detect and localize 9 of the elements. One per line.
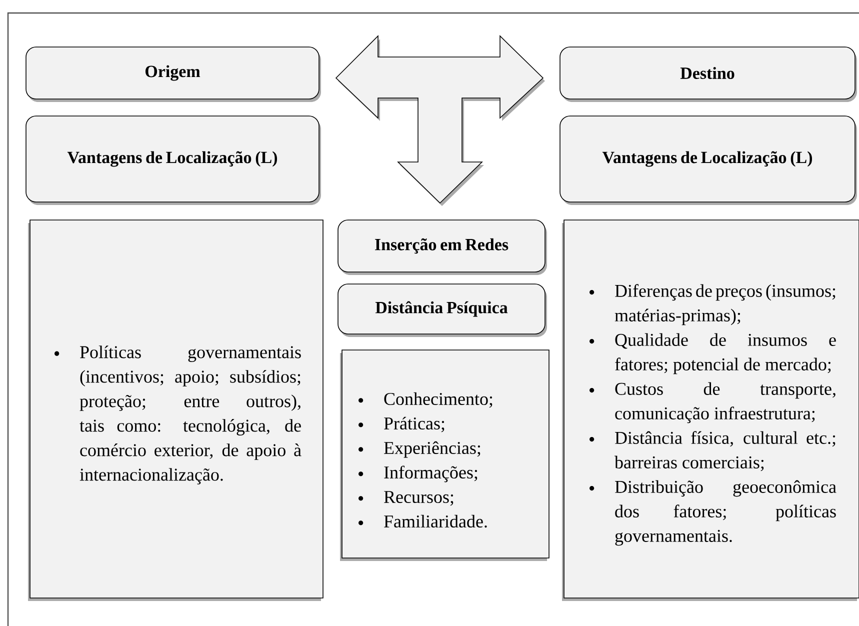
list-box: Conhecimento; Práticas; Experiências; Informações; Recursos; Familiaridade.: [340, 350, 550, 561]
heading-box: Origem: [26, 46, 321, 102]
heading-box: Destino: [560, 46, 857, 102]
heading-box: Vantagens de Localização (L): [560, 116, 857, 205]
heading-box: Distância Psíquica: [338, 284, 547, 337]
heading-box: Inserção em Redes: [338, 220, 547, 275]
list-box: Diferenças de preços (insumos; matérias-primas); Qualidade de insumos e fatores; potencial de mercado; Custos de transporte, comunicação infraestrutura; Distância física, cultural etc.; barreiras comerciais; Distribuição geoeconômica dos fatores; políticas governamentais.: [562, 220, 859, 601]
list-box: Políticas governamentais (incentivos; apoio; subsídios; proteção; entre outros), tais como: tecnológica, de comércio exterior, de apoio à internacionalização.: [28, 220, 324, 601]
heading-box: Vantagens de Localização (L): [26, 116, 321, 205]
